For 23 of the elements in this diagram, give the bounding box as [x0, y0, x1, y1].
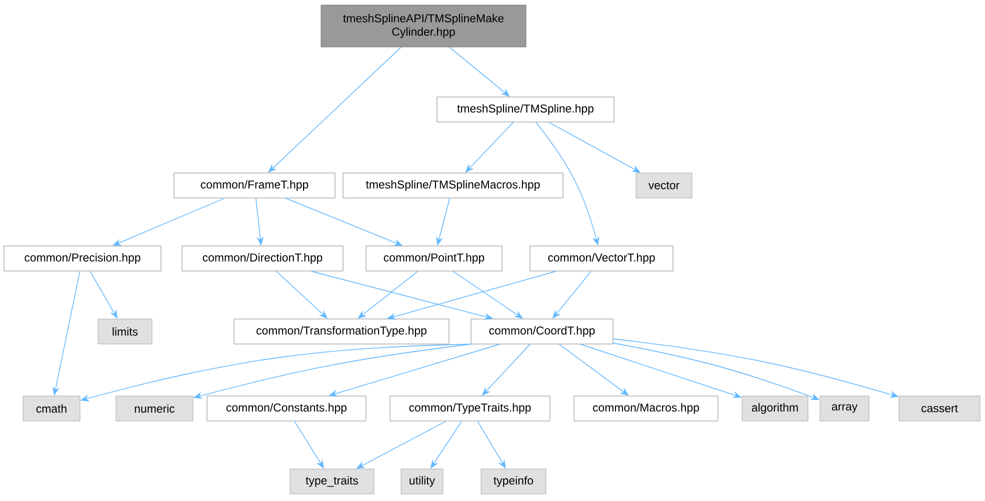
- header-file-box: common/Constants.hpp: [206, 396, 366, 422]
- header-file-box: common/CoordT.hpp: [470, 318, 614, 344]
- system-header-box: vector: [636, 172, 692, 198]
- system-header-box: utility: [400, 468, 444, 494]
- header-file-box: common/Macros.hpp: [574, 396, 718, 422]
- system-header-box: type_traits: [290, 468, 374, 494]
- header-file-box: common/TypeTraits.hpp: [390, 396, 550, 422]
- header-file-box: tmeshSpline/TMSplineMacros.hpp: [342, 172, 564, 198]
- header-file-box: tmeshSplineAPI/TMSplineMake Cylinder.hpp: [320, 4, 526, 48]
- header-file-box: common/Precision.hpp: [4, 246, 162, 272]
- header-file-box: common/DirectionT.hpp: [182, 246, 344, 272]
- header-file-box: tmeshSpline/TMSpline.hpp: [436, 96, 614, 122]
- system-header-box: algorithm: [742, 396, 808, 422]
- system-header-box: numeric: [116, 396, 194, 422]
- system-header-box: array: [820, 396, 870, 422]
- system-header-box: limits: [98, 318, 152, 344]
- header-file-box: common/TransformationType.hpp: [234, 318, 450, 344]
- system-header-box: typeinfo: [480, 468, 546, 494]
- header-file-box: common/FrameT.hpp: [174, 172, 336, 198]
- system-header-box: cmath: [22, 396, 80, 422]
- header-file-box: common/VectorT.hpp: [530, 246, 674, 272]
- system-header-box: cassert: [898, 396, 980, 422]
- header-file-box: common/PointT.hpp: [366, 246, 502, 272]
